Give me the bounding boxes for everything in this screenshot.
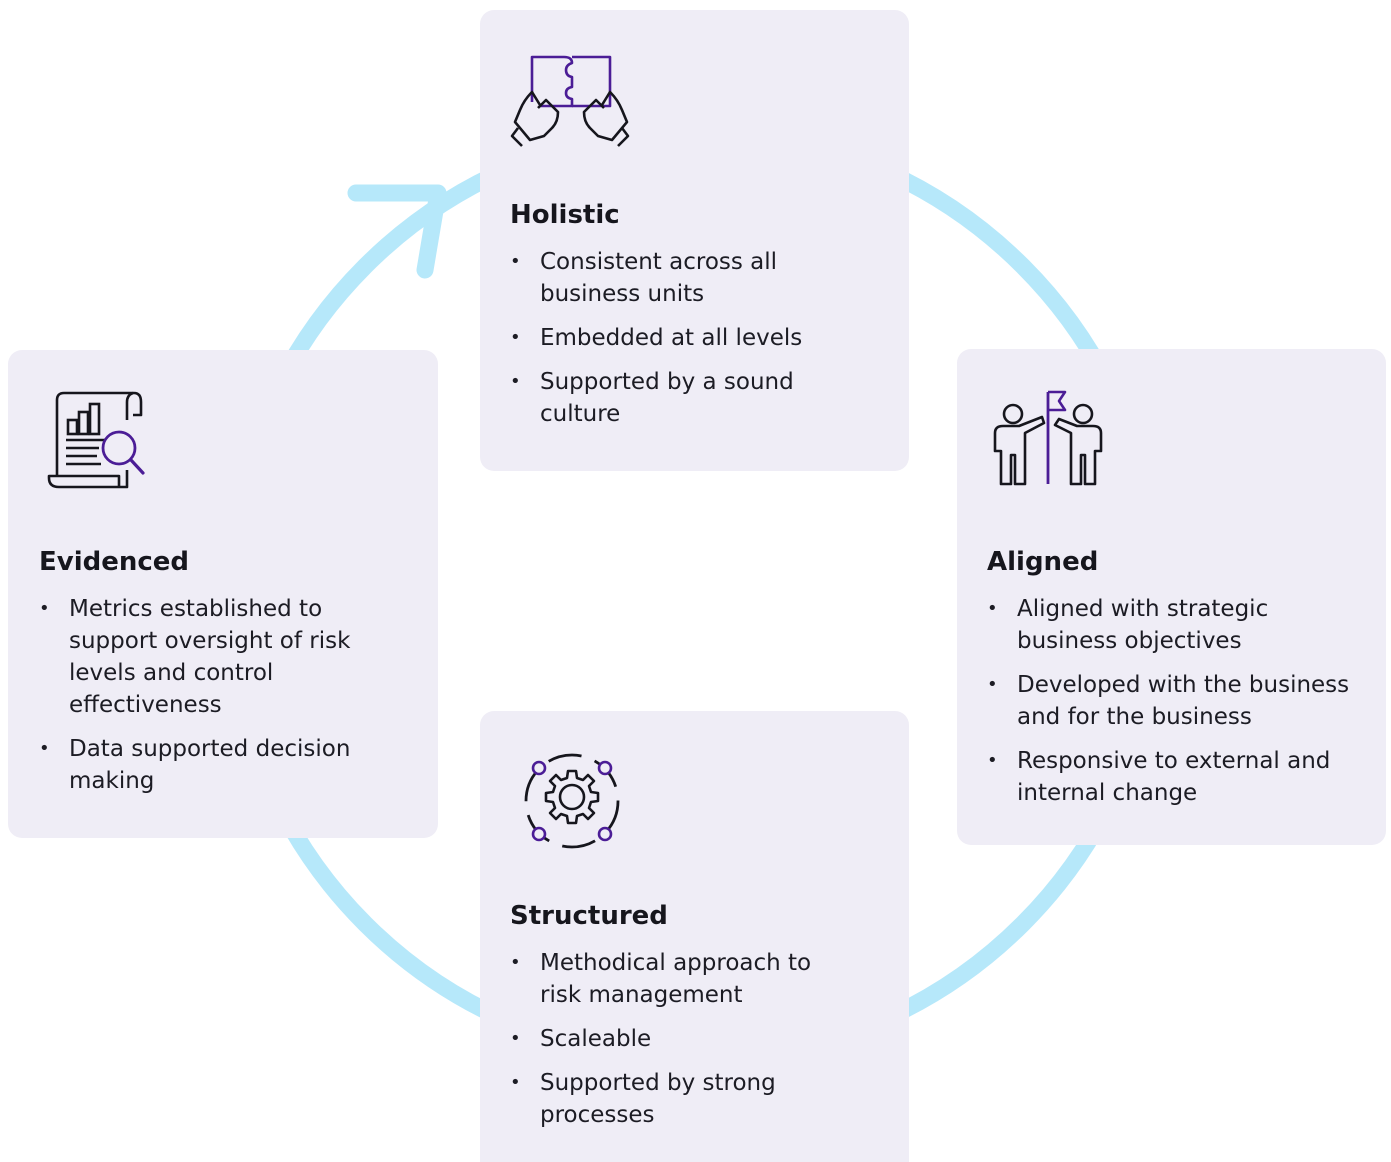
gear-nodes-icon	[524, 753, 620, 849]
cycle-arrowhead	[347, 184, 447, 279]
report-magnifier-icon	[47, 391, 145, 489]
bullet-list: Methodical approach to risk management S…	[510, 947, 879, 1131]
list-item: Embedded at all levels	[510, 322, 820, 354]
list-item: Consistent across all business units	[510, 246, 820, 310]
card-title: Structured	[510, 901, 668, 931]
card-title: Aligned	[987, 547, 1099, 577]
list-item: Supported by a sound culture	[510, 366, 820, 430]
list-item: Responsive to external and internal chan…	[987, 745, 1366, 809]
list-item: Methodical approach to risk management	[510, 947, 820, 1011]
bullet-list: Aligned with strategic business objectiv…	[987, 593, 1366, 809]
list-item: Scaleable	[510, 1023, 820, 1055]
list-item: Aligned with strategic business objectiv…	[987, 593, 1366, 657]
list-item: Supported by strong processes	[510, 1067, 820, 1131]
bullet-list: Metrics established to support oversight…	[39, 593, 408, 797]
card-evidenced: Evidenced Metrics established to support…	[8, 350, 438, 838]
people-flag-icon	[993, 390, 1103, 486]
card-title: Holistic	[510, 200, 620, 230]
card-title: Evidenced	[39, 547, 190, 577]
list-item: Developed with the business and for the …	[987, 669, 1366, 733]
card-structured: Structured Methodical approach to risk m…	[480, 711, 909, 1162]
list-item: Data supported decision making	[39, 733, 369, 797]
bullet-list: Consistent across all business units Emb…	[510, 246, 879, 430]
card-holistic: Holistic Consistent across all business …	[480, 10, 909, 471]
card-aligned: Aligned Aligned with strategic business …	[957, 349, 1386, 845]
puzzle-hands-icon	[510, 55, 630, 147]
list-item: Metrics established to support oversight…	[39, 593, 369, 721]
